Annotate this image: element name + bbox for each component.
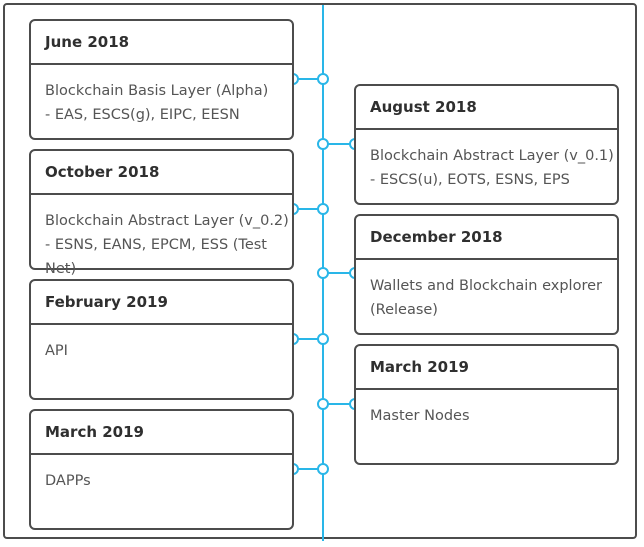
milestone-description: Blockchain Basis Layer (Alpha) - EAS, ES… <box>45 83 269 123</box>
node-dot <box>317 138 329 150</box>
node-dot <box>317 203 329 215</box>
node-dot <box>317 333 329 345</box>
milestone-description: Blockchain Abstract Layer (v_0.2) - ESNS… <box>45 213 289 277</box>
milestone-date: October 2018 <box>31 151 292 195</box>
milestone-description: API <box>45 343 68 359</box>
milestone-date: March 2019 <box>356 346 617 390</box>
milestone-card: March 2019 DAPPs <box>29 409 294 530</box>
milestone-card: October 2018 Blockchain Abstract Layer (… <box>29 149 294 277</box>
milestone-description: Blockchain Abstract Layer (v_0.1) - ESCS… <box>370 148 614 188</box>
milestone-card: August 2018 Blockchain Abstract Layer (v… <box>354 84 619 205</box>
node-dot <box>317 73 329 85</box>
node-dot <box>317 463 329 475</box>
milestone-card: February 2019 API <box>29 279 294 400</box>
diagram-frame <box>3 3 637 539</box>
milestone-date: June 2018 <box>31 21 292 65</box>
milestone-description: DAPPs <box>45 473 91 489</box>
node-dot <box>317 267 329 279</box>
milestone-date: March 2019 <box>31 411 292 455</box>
milestone-description: Master Nodes <box>370 408 470 424</box>
milestone-card: June 2018 Blockchain Basis Layer (Alpha)… <box>29 19 294 140</box>
node-dot <box>317 398 329 410</box>
milestone-card: March 2019 Master Nodes <box>354 344 619 465</box>
milestone-card: December 2018 Wallets and Blockchain exp… <box>354 214 619 335</box>
milestone-date: December 2018 <box>356 216 617 260</box>
milestone-date: August 2018 <box>356 86 617 130</box>
milestone-date: February 2019 <box>31 281 292 325</box>
milestone-description: Wallets and Blockchain explorer (Release… <box>370 278 602 318</box>
